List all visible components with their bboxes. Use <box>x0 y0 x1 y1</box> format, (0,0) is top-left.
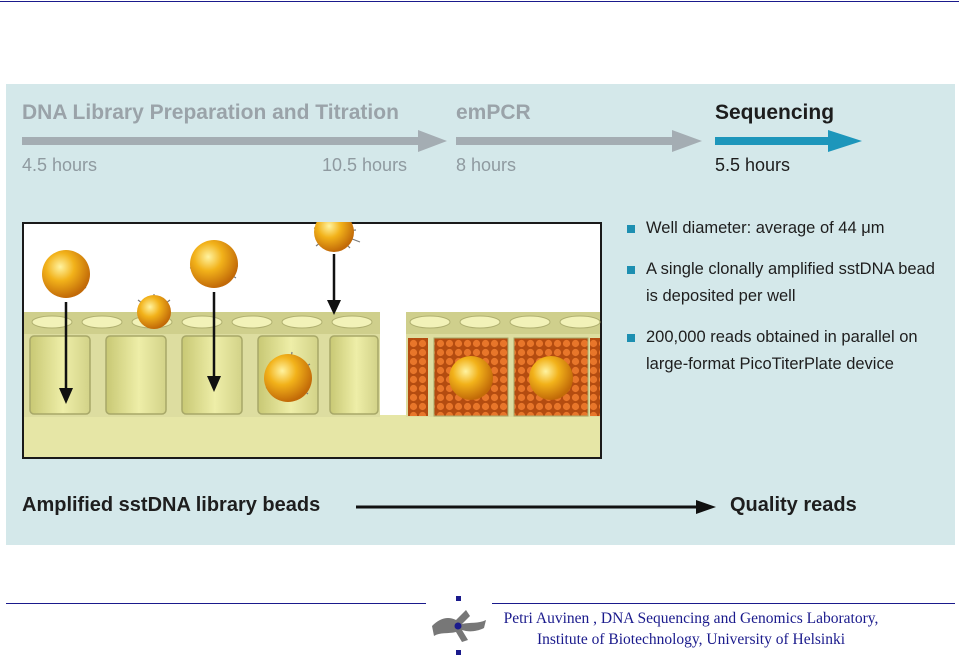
feature-reads-parallel: 200,000 reads obtained in parallel on la… <box>624 324 944 378</box>
feature-list: Well diameter: average of 44 μm A single… <box>624 215 944 392</box>
plate-right <box>406 312 601 417</box>
flow-end-label: Quality reads <box>730 494 857 516</box>
footer-credit-line1: Petri Auvinen , DNA Sequencing and Genom… <box>503 610 879 627</box>
time-sequencing: 5.5 hours <box>715 155 791 175</box>
plate-left <box>24 312 380 417</box>
footer-credit-line2: Institute of Biotechnology, University o… <box>536 631 846 648</box>
stage-title-sequencing: Sequencing <box>715 101 835 124</box>
bullet-square-icon <box>627 225 635 233</box>
picotiterplate-illustration <box>22 222 602 459</box>
top-rule <box>0 1 959 2</box>
footer-credit: Petri Auvinen , DNA Sequencing and Genom… <box>476 608 906 650</box>
footer-rule-left <box>6 603 426 604</box>
stage-title-library-prep: DNA Library Preparation and Titration <box>22 101 399 124</box>
time-empcr: 8 hours <box>456 155 517 175</box>
flow-start-label: Amplified sstDNA library beads <box>22 494 321 516</box>
stage-title-empcr: emPCR <box>456 101 531 124</box>
time-library-end: 10.5 hours <box>322 155 408 175</box>
deposit-arrows <box>59 254 341 404</box>
bullet-square-icon <box>627 266 635 274</box>
time-library-start: 4.5 hours <box>22 155 98 175</box>
bullet-square-icon <box>627 334 635 342</box>
footer-rule-right <box>492 603 955 604</box>
feature-single-bead: A single clonally amplified sstDNA bead … <box>624 256 944 310</box>
university-logo-icon <box>432 596 486 655</box>
feature-well-diameter: Well diameter: average of 44 μm <box>624 215 944 242</box>
